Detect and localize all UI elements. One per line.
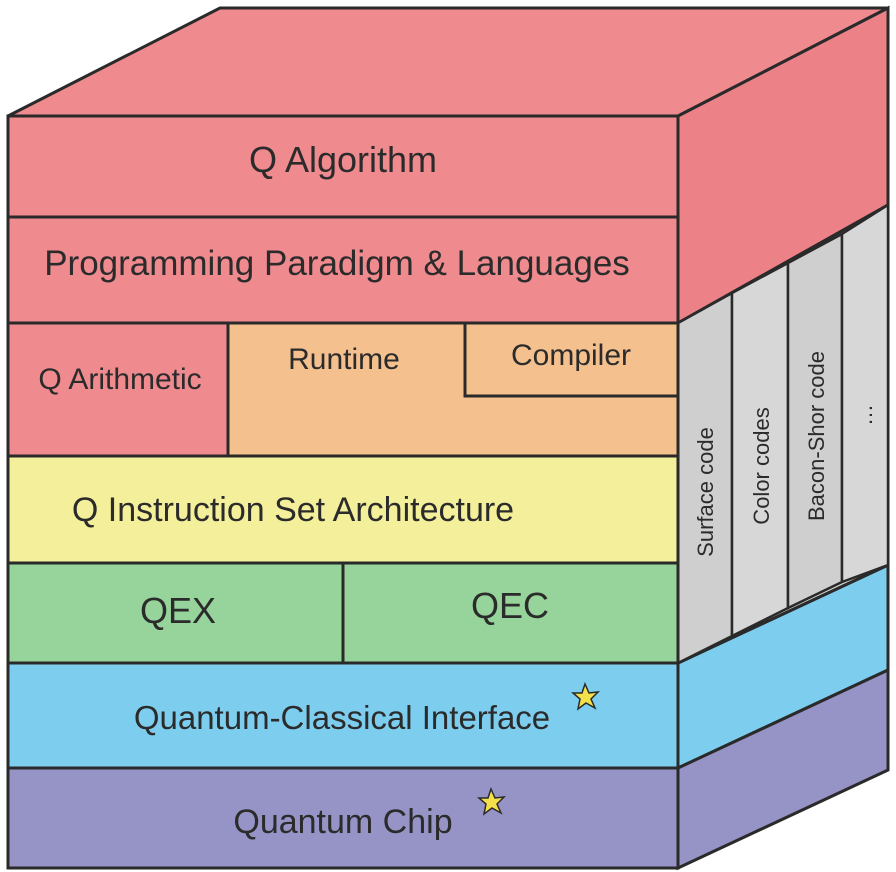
label-bacon-shor-code: Bacon-Shor code (804, 351, 829, 521)
label-surface-code: Surface code (693, 427, 718, 557)
label-programming: Programming Paradigm & Languages (44, 244, 630, 283)
layer-isa (6, 454, 680, 565)
compiler-box-outline (463, 323, 678, 398)
label-isa: Q Instruction Set Architecture (72, 491, 514, 529)
star-icon (570, 681, 601, 711)
star-icon (476, 786, 507, 816)
label-more-codes: … (852, 404, 877, 426)
layer-q-arithmetic (6, 321, 230, 458)
layer-qex (6, 561, 345, 665)
label-color-codes: Color codes (749, 407, 774, 524)
layer-qec (341, 561, 680, 665)
slab-more (840, 202, 890, 584)
layer-runtime (226, 321, 680, 458)
label-q-arithmetic: Q Arithmetic (38, 363, 201, 396)
label-chip: Quantum Chip (233, 803, 452, 841)
label-interface: Quantum-Classical Interface (134, 699, 550, 736)
label-compiler: Compiler (511, 339, 631, 372)
label-qec: QEC (471, 585, 549, 626)
layer-interface (6, 661, 680, 770)
label-runtime: Runtime (288, 343, 400, 376)
label-q-algorithm: Q Algorithm (249, 139, 437, 180)
label-qex: QEX (140, 590, 216, 631)
layer-chip (6, 766, 680, 870)
